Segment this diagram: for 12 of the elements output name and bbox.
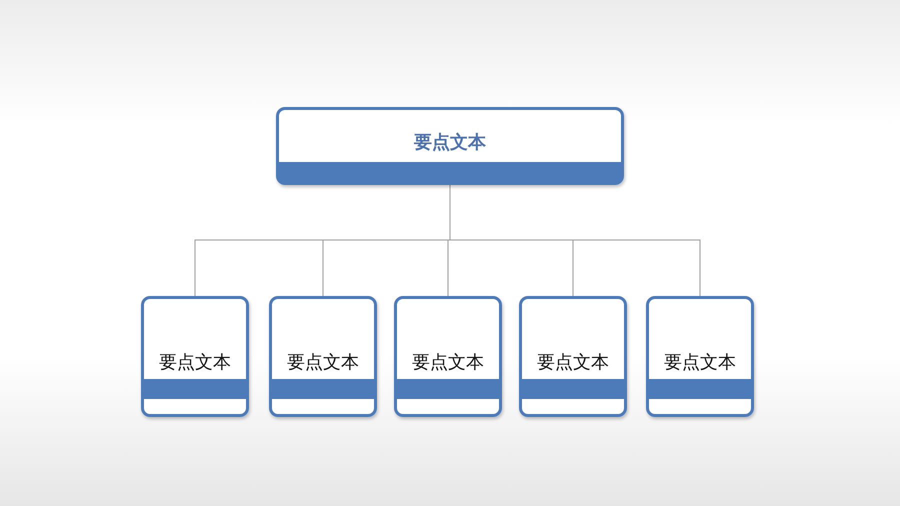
item-box xyxy=(141,296,249,417)
box-label: 要点文本 xyxy=(158,351,232,374)
box-label: 要点文本 xyxy=(663,351,737,374)
item-box xyxy=(269,296,377,417)
box-label: 要点文本 xyxy=(411,351,485,374)
box-label: 要点文本 xyxy=(286,351,360,374)
box-label: 要点文本 xyxy=(536,351,610,374)
item-box xyxy=(394,296,502,417)
title-box xyxy=(276,107,624,185)
box-label: 要点文本 xyxy=(413,131,487,154)
item-box xyxy=(646,296,754,417)
item-box xyxy=(519,296,627,417)
